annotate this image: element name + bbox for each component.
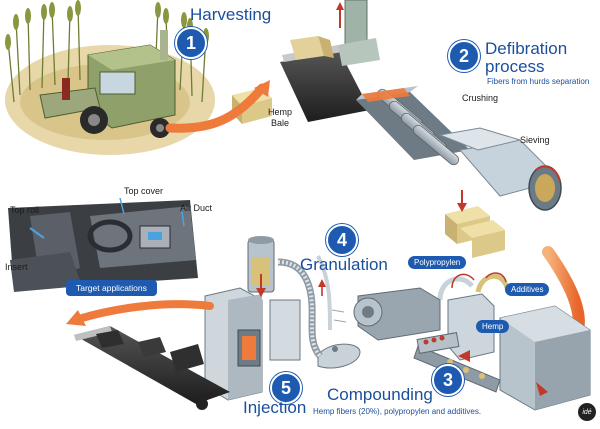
step-5-title: Injection [243, 398, 307, 417]
output-conveyor [74, 326, 230, 410]
hemp-tag: Hemp [476, 320, 510, 333]
top-cover-label: Top cover [124, 186, 164, 196]
additives-tag: Additives [505, 283, 550, 296]
step-2-badge: 2 [448, 40, 480, 72]
hemp-bale-label: Hemp Bale [268, 107, 293, 128]
crushing-unit [356, 86, 470, 166]
top-roll-label: Top roll [10, 205, 40, 215]
air-duct-label: Air Duct [180, 203, 213, 213]
step-2-title-line1: Defibration [485, 39, 568, 58]
granulation-funnel [316, 255, 361, 369]
brand-logo: idé [578, 403, 596, 421]
step-1-title: Harvesting [190, 5, 272, 24]
injection-machine [204, 236, 301, 401]
step-4-badge: 4 [326, 224, 358, 256]
step-2-subtitle: Fibers from hurds separation [487, 77, 590, 86]
step-1-badge: 1 [175, 27, 207, 59]
flow-arrow-harvest [165, 83, 267, 133]
sieving-label: Sieving [520, 135, 550, 145]
harvester-machine [39, 30, 176, 138]
step-3-badge: 3 [432, 364, 464, 396]
crushing-label: Crushing [462, 93, 499, 103]
feed-conveyor [280, 0, 380, 122]
step-3-subtitle: Hemp fibers (20%), polypropylen and addi… [313, 407, 482, 416]
step-4-title: Granulation [300, 255, 388, 274]
step-2-title: Defibration process [485, 40, 567, 76]
flow-arrow-injection [78, 300, 214, 322]
insert-label: Insert [5, 262, 28, 272]
sieving-drum [438, 127, 562, 211]
fiber-bales [445, 206, 505, 258]
car-interior [8, 197, 198, 292]
step-5-badge: 5 [270, 372, 302, 404]
polypropylen-tag: Polypropylen [408, 256, 467, 269]
step-2-title-line2: process [485, 57, 545, 76]
compounding-unit [353, 272, 591, 411]
target-applications-tag: Target applications [66, 280, 157, 296]
step-3-title: Compounding [327, 385, 433, 404]
